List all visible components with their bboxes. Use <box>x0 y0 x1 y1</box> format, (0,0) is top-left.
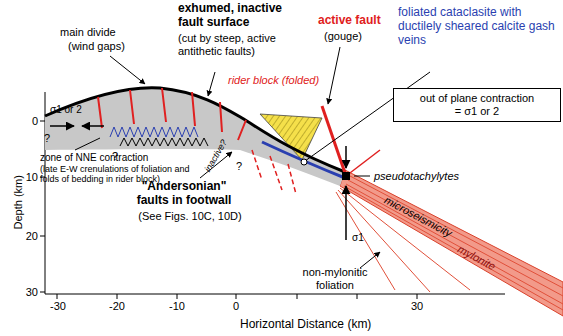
active-fault <box>322 106 346 176</box>
label: exhumed, inactive fault surface <box>178 2 288 30</box>
label: rider block (folded) <box>228 74 338 87</box>
label: (wind gaps) <box>68 40 148 53</box>
crenulation <box>110 127 198 137</box>
label: σ1 or 2 <box>50 104 110 116</box>
label: 30 <box>402 300 432 313</box>
label: 0 <box>221 300 251 313</box>
pseudotachylyte-site <box>342 172 350 180</box>
note-box: out of plane contraction= σ1 or 2 <box>393 88 561 122</box>
label: non-mylonitic foliation <box>300 266 370 291</box>
label: microseismicity <box>382 194 467 247</box>
label: ? <box>112 150 122 163</box>
label: main divide <box>60 26 140 39</box>
label: pseudotachylytes <box>374 170 474 183</box>
leader-dot <box>301 159 307 165</box>
label: Depth (km) <box>12 162 25 242</box>
label: 20 <box>20 230 38 243</box>
rider-block <box>260 114 322 160</box>
label: active fault <box>318 14 398 28</box>
label: 10 <box>20 171 38 184</box>
label: (See Figs. 10C, 10D) <box>130 210 250 223</box>
label: Horizontal Distance (km) <box>240 318 400 332</box>
label: -10 <box>162 300 192 313</box>
andersonian-faults <box>252 150 296 194</box>
label: ? <box>236 160 246 173</box>
label: zone of NNE contraction <box>40 152 200 164</box>
label: (cut by steep, active antithetic faults) <box>178 32 308 57</box>
note-text: = σ1 or 2 <box>399 105 555 118</box>
note-text: out of plane contraction <box>399 92 555 105</box>
label: 30 <box>20 286 38 299</box>
label: "Andersonian" faults in footwall <box>128 180 240 208</box>
label: 0 <box>20 115 38 128</box>
label: -30 <box>43 300 73 313</box>
label: σ1 <box>352 232 372 244</box>
cataclasite <box>262 142 345 178</box>
mylonite-foliation <box>336 176 563 310</box>
label: foliated cataclasite with ductilely shea… <box>398 6 560 47</box>
label: (gouge) <box>324 30 384 43</box>
label: ? <box>44 132 54 145</box>
crenulation <box>120 138 208 146</box>
steep-faults <box>98 88 246 140</box>
label: -20 <box>102 300 132 313</box>
mylonite-zone <box>340 170 563 316</box>
